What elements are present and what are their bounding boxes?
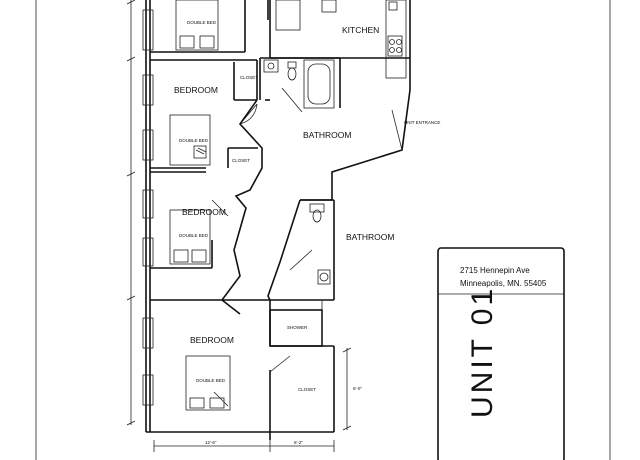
bathroom-2 (267, 199, 335, 301)
address-line-2: Minneapolis, MN. 55405 (460, 279, 547, 288)
info-box (437, 247, 565, 460)
kitchen-label: KITCHEN (342, 25, 379, 35)
bedroom-1-label: BEDROOM (174, 85, 218, 95)
exterior-walls (145, 0, 271, 440)
bedroom-3-label: BEDROOM (190, 335, 234, 345)
bottom-dimension-line (153, 440, 335, 452)
bed-3-label: DOUBLE BED (196, 378, 226, 383)
bedroom-2-label: BEDROOM (182, 207, 226, 217)
unit-label: UNIT 01 (466, 286, 499, 418)
shower (269, 300, 323, 347)
shower-label: SHOWER (287, 325, 308, 330)
bathroom-1-label: BATHROOM (303, 130, 351, 140)
bed-1-label: DOUBLE BED (179, 138, 209, 143)
dimension-bottom-2: 6'-2" (294, 440, 303, 445)
bathroom-1 (259, 57, 341, 113)
unit-entrance-label: UNIT ENTRANCE (404, 120, 440, 125)
address-line-1: 2715 Hennepin Ave (460, 266, 530, 275)
dimension-right-1: 6'-0" (353, 386, 362, 391)
closet-2-label: CLOSET (232, 158, 250, 163)
left-dimension-line (126, 0, 136, 426)
top-bedroom (150, 0, 269, 53)
closet-3-label: CLOSET (298, 387, 316, 392)
hallway-walls (220, 89, 411, 315)
bed-top-label: DOUBLE BED (187, 20, 217, 25)
bedroom-3 (150, 299, 334, 432)
right-dimension-line (342, 347, 352, 431)
left-windows (142, 9, 154, 406)
bathroom-2-label: BATHROOM (346, 232, 394, 242)
bedroom-2 (150, 171, 229, 269)
closet-3 (269, 346, 335, 433)
bed-2-label: DOUBLE BED (179, 233, 209, 238)
closet-1-label: CLOSET (240, 75, 258, 80)
dimension-bottom-1: 12'-6" (205, 440, 217, 445)
